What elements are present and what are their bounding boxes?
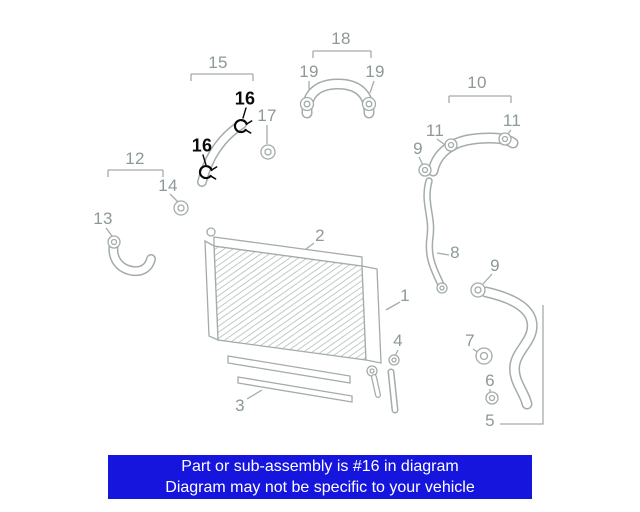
leader-13 <box>105 227 113 237</box>
hose-15 <box>197 119 247 187</box>
hose-13 <box>107 235 156 277</box>
bracket-4-grommet-inner <box>391 357 397 363</box>
leader-19-right <box>369 80 375 94</box>
clamp-ring-17 <box>260 144 276 160</box>
bracket-15 <box>190 73 254 81</box>
leader-lines <box>105 50 544 425</box>
lower-trim-strips <box>227 355 353 403</box>
radiator-top-fitting <box>206 227 216 237</box>
pipe-8 <box>423 177 448 294</box>
radiator-left-tank <box>204 239 219 342</box>
bracket-18 <box>312 50 372 58</box>
leader-1 <box>385 301 401 311</box>
leader-8 <box>436 252 450 256</box>
radiator-right-tank <box>361 265 382 364</box>
spring-clamp-16-lower <box>198 165 218 180</box>
bracket-12 <box>107 169 164 177</box>
radiator-outlet-stub-inner <box>372 375 380 397</box>
bracket-5 <box>500 305 544 425</box>
clamp-ring-9-right <box>470 282 486 298</box>
info-banner: Part or sub-assembly is #16 in diagram D… <box>108 455 532 499</box>
hose-10 <box>418 132 519 177</box>
leader-9-top <box>418 156 424 166</box>
leader-3 <box>246 389 263 400</box>
seal-ring-7 <box>475 347 493 365</box>
seal-ring-6 <box>485 391 499 405</box>
trim-strip-upper <box>227 355 351 384</box>
hose-5 <box>480 286 538 410</box>
banner-line1: Part or sub-assembly is #16 in diagram <box>181 458 459 475</box>
bracket-part-4 <box>387 354 400 414</box>
clamp-ring-14 <box>173 200 189 216</box>
trim-strip-lower <box>237 376 353 403</box>
bracket-4-body-inner <box>389 370 397 412</box>
radiator-outlet-ring-inner <box>369 368 375 374</box>
hose-19 <box>299 78 377 119</box>
leader-14 <box>169 193 179 203</box>
leader-9-right <box>482 273 493 285</box>
leaders-16 <box>202 107 247 166</box>
radiator <box>204 227 382 398</box>
bracket-10 <box>448 95 512 103</box>
banner-line2: Diagram may not be specific to your vehi… <box>165 479 475 496</box>
spring-clamp-16-upper <box>233 119 253 134</box>
